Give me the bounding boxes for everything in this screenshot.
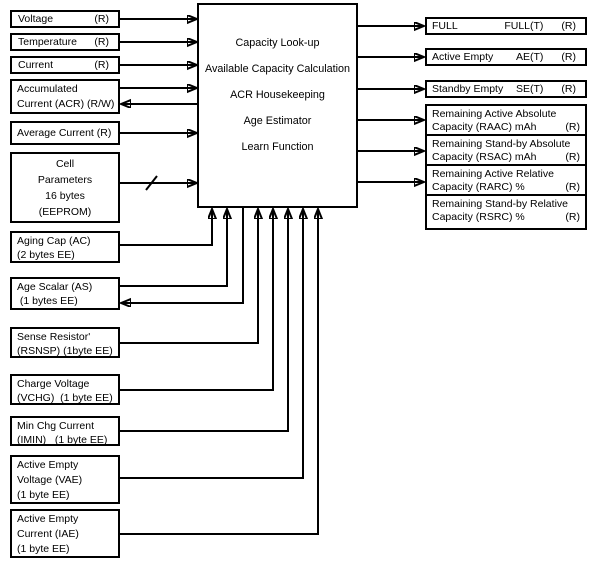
access-flag: (R) (565, 121, 580, 133)
core-function-block: Capacity Look-up Available Capacity Calc… (197, 3, 358, 208)
access-flag: (R) (94, 36, 109, 48)
access-flag: (R) (561, 51, 576, 63)
connector-sense-resistor (120, 210, 258, 344)
input-label-line: Parameters (37, 173, 93, 186)
output-box-standby-empty: Standby Empty SE(T) (R) (425, 80, 587, 98)
output-label: FULL (432, 20, 458, 32)
output-label-line: Capacity (RAAC) mAh (432, 121, 537, 133)
input-box-current: Current (R) (10, 56, 120, 74)
input-label-line: (VCHG) (1 byte EE) (17, 392, 113, 404)
input-label-line: Current (ACR) (R/W) (17, 98, 115, 110)
input-label: Voltage (18, 13, 54, 25)
input-label-line: Voltage (VAE) (17, 474, 83, 486)
access-flag: (R) (561, 20, 576, 32)
output-label: Standby Empty (432, 83, 504, 95)
input-label-line: (1 byte EE) (17, 543, 70, 555)
threshold-label: FULL(T) (504, 20, 544, 32)
connector-age-scalar-forward (120, 210, 227, 287)
access-flag: (R) (565, 211, 580, 223)
connector-charge-voltage (120, 210, 273, 391)
input-box-temperature: Temperature (R) (10, 33, 120, 51)
input-label-line: Aging Cap (AC) (17, 235, 91, 247)
output-box-active-empty: Active Empty AE(T) (R) (425, 48, 587, 66)
input-label-line: Current (IAE) (17, 528, 79, 540)
connector-aging-cap (120, 210, 212, 246)
connector-active-empty-current (120, 210, 318, 535)
output-label-line: Remaining Active Absolute (432, 108, 557, 120)
access-flag: (R) (565, 151, 580, 163)
input-box-voltage: Voltage (R) (10, 10, 120, 28)
input-box-min-chg-current: Min Chg Current (IMIN) (1 byte EE) (10, 416, 120, 446)
input-box-average-current: Average Current (R) (10, 121, 120, 145)
output-row-rsrc: Remaining Stand-by Relative Capacity (RS… (427, 197, 585, 226)
input-label-line: Cell (55, 157, 75, 170)
input-label-line: Active Empty (17, 513, 79, 525)
input-label-line: (IMIN) (1 byte EE) (17, 434, 108, 446)
input-label-line: Accumulated (17, 83, 78, 95)
input-box-sense-resistor: Sense Resistor' (RSNSP) (1byte EE) (10, 327, 120, 358)
connector-active-empty-voltage (120, 210, 303, 479)
output-label-line: Remaining Stand-by Absolute (432, 138, 571, 150)
input-box-charge-voltage: Charge Voltage (VCHG) (1 byte EE) (10, 374, 120, 405)
threshold-label: SE(T) (516, 83, 544, 95)
input-box-cell-parameters: Cell Parameters 16 bytes (EEPROM) (10, 152, 120, 223)
core-function-label: Capacity Look-up (235, 37, 320, 49)
input-label-line: Min Chg Current (17, 420, 95, 432)
bus-width-slash-icon (145, 175, 158, 191)
input-label-line: (2 bytes EE) (17, 249, 75, 261)
input-label: Average Current (R) (17, 127, 112, 139)
input-box-active-empty-current: Active Empty Current (IAE) (1 byte EE) (10, 509, 120, 558)
connector-min-chg-current (120, 210, 288, 432)
core-function-label: Learn Function (241, 141, 314, 153)
core-function-label: Available Capacity Calculation (204, 63, 351, 75)
output-label-line: Capacity (RSRC) % (432, 211, 525, 223)
core-function-label: ACR Housekeeping (230, 89, 325, 101)
input-label: Current (18, 59, 54, 71)
output-label-line: Remaining Stand-by Relative (432, 198, 568, 210)
remaining-capacity-register-stack: Remaining Active Absolute Capacity (RAAC… (425, 104, 587, 230)
input-label-line: 16 bytes (45, 189, 85, 202)
input-label-line: (RSNSP) (1byte EE) (17, 345, 113, 357)
input-label-line: (1 bytes EE) (17, 295, 78, 307)
output-label: Active Empty (432, 51, 494, 63)
output-row-rarc: Remaining Active Relative Capacity (RARC… (427, 167, 585, 196)
access-flag: (R) (94, 59, 109, 71)
output-label-line: Capacity (RARC) % (432, 181, 525, 193)
connector-age-scalar-return (122, 208, 244, 303)
input-label-line: Sense Resistor' (17, 331, 91, 343)
input-label-line: Charge Voltage (17, 378, 90, 390)
input-box-age-scalar: Age Scalar (AS) (1 bytes EE) (10, 277, 120, 310)
input-label-line: Active Empty (17, 459, 79, 471)
access-flag: (R) (561, 83, 576, 95)
access-flag: (R) (565, 181, 580, 193)
input-label-line: (1 byte EE) (17, 489, 70, 501)
input-label-line: (EEPROM) (38, 205, 92, 218)
input-box-accumulated-current: Accumulated Current (ACR) (R/W) (10, 79, 120, 114)
output-label-line: Remaining Active Relative (432, 168, 554, 180)
input-label-line: Age Scalar (AS) (17, 281, 93, 293)
output-box-full: FULL FULL(T) (R) (425, 17, 587, 35)
input-box-aging-cap: Aging Cap (AC) (2 bytes EE) (10, 231, 120, 263)
input-label: Temperature (18, 36, 77, 48)
threshold-label: AE(T) (516, 51, 544, 63)
output-row-rsac: Remaining Stand-by Absolute Capacity (RS… (427, 137, 585, 166)
access-flag: (R) (94, 13, 109, 25)
output-row-raac: Remaining Active Absolute Capacity (RAAC… (427, 107, 585, 136)
input-box-active-empty-voltage: Active Empty Voltage (VAE) (1 byte EE) (10, 455, 120, 504)
core-function-label: Age Estimator (243, 115, 312, 127)
output-label-line: Capacity (RSAC) mAh (432, 151, 537, 163)
